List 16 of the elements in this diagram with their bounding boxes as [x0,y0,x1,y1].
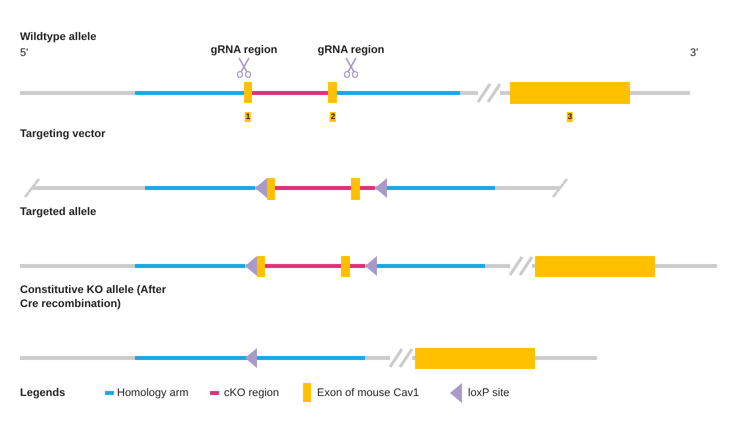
end-label: 3' [690,46,698,60]
grna-label: gRNA region [210,43,278,57]
section-heading: Targeting vector [20,127,106,141]
grna-label: gRNA region [318,43,384,57]
section-heading: Wildtype allele [20,30,96,44]
legend-text: loxP site [468,386,510,400]
exon-number: 2 [330,112,336,122]
exon-number: 1 [244,112,252,122]
section-heading: Targeted allele [20,205,96,219]
legend-text: Exon of mouse Cav1 [317,386,420,400]
legend-text: cKO region [224,386,280,400]
exon-number: 3 [566,112,574,122]
legend-text: Homology arm [117,386,189,400]
section-heading: Constitutive KO allele (After Cre recombination) [20,283,168,311]
end-label: 5' [20,46,28,60]
legend-heading: Legends [20,386,66,400]
